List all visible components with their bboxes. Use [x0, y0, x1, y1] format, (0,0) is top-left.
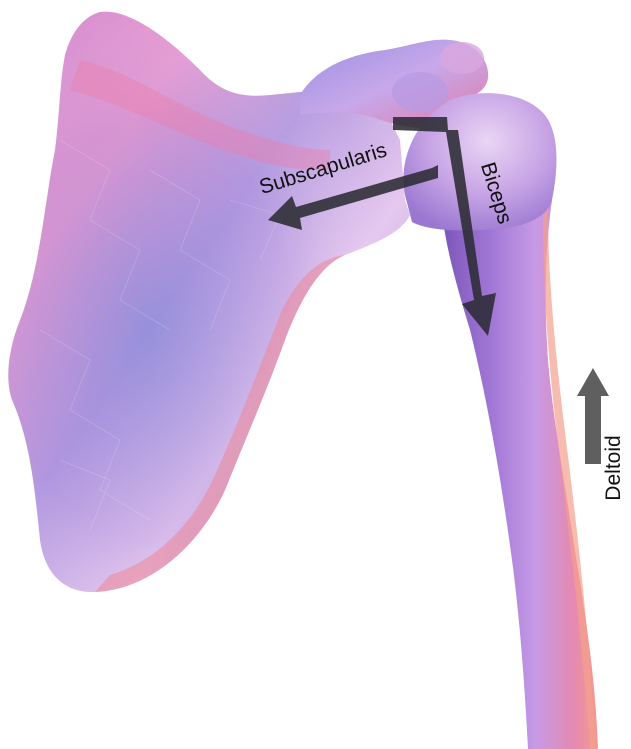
deltoid-label: Deltoid — [602, 435, 625, 500]
